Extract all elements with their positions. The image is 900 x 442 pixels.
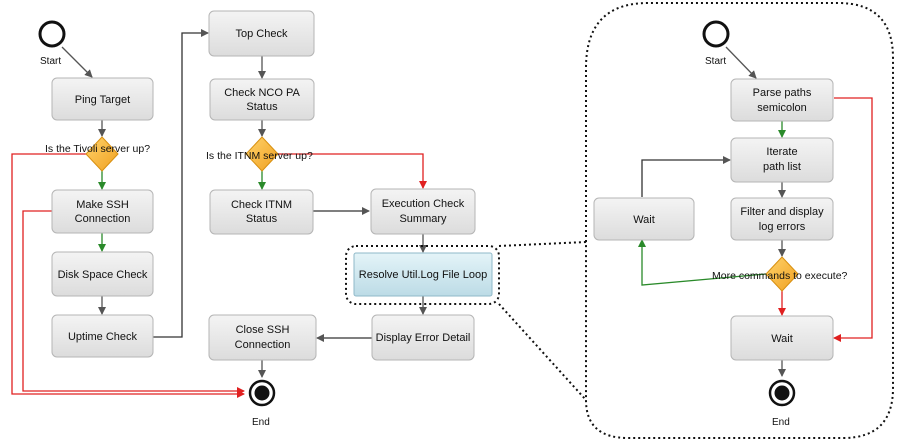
end-node <box>248 379 276 407</box>
svg-text:Ping Target: Ping Target <box>75 94 130 106</box>
callout-right-panel <box>585 2 894 439</box>
arrow-tivoli-no-end <box>11 153 245 398</box>
callout-line-top <box>498 241 587 247</box>
itnm-decision-diamond <box>245 136 279 172</box>
parse-paths-box: Parse paths semicolon <box>730 78 834 122</box>
wait-left-box: Wait <box>593 197 695 241</box>
wait-bottom-box: Wait <box>730 315 834 361</box>
callout-line-bottom <box>498 303 587 401</box>
filter-display-box: Filter and display log errors <box>730 197 834 241</box>
svg-text:semicolon: semicolon <box>757 102 807 114</box>
r-start-node <box>702 20 730 48</box>
svg-text:Connection: Connection <box>75 213 131 225</box>
arrow-r-diamond-wait <box>638 239 767 286</box>
svg-text:path list: path list <box>763 161 801 173</box>
svg-text:Disk Space Check: Disk Space Check <box>58 269 148 281</box>
r-end-label: End <box>772 417 790 428</box>
more-commands-diamond <box>765 256 799 292</box>
check-itnm-box: Check ITNM Status <box>209 189 314 235</box>
arrow-r-wait-iterate <box>641 156 731 197</box>
svg-text:Status: Status <box>246 101 278 113</box>
svg-text:Make SSH: Make SSH <box>76 199 129 211</box>
itnm-question: Is the ITNM server up? <box>206 150 313 162</box>
svg-text:Summary: Summary <box>399 213 447 225</box>
start-node <box>38 20 66 48</box>
svg-text:Check ITNM: Check ITNM <box>231 199 292 211</box>
more-commands-question: More commands to execute? <box>712 270 848 282</box>
svg-text:Filter and display: Filter and display <box>740 206 824 218</box>
start-label: Start <box>40 56 61 67</box>
svg-text:Close SSH: Close SSH <box>236 324 290 336</box>
svg-text:Execution Check: Execution Check <box>382 198 465 210</box>
zoom-callout <box>345 2 894 439</box>
svg-text:Status: Status <box>246 213 278 225</box>
svg-text:Iterate: Iterate <box>766 146 797 158</box>
right-nodes: Start Parse paths semicolon Iterate path… <box>593 20 848 428</box>
svg-text:log errors: log errors <box>759 221 806 233</box>
svg-text:Display Error Detail: Display Error Detail <box>376 332 471 344</box>
svg-text:Wait: Wait <box>633 214 655 226</box>
svg-text:Connection: Connection <box>235 339 291 351</box>
svg-text:Wait: Wait <box>771 333 793 345</box>
left-connectors <box>11 29 427 398</box>
right-connectors <box>638 46 873 377</box>
tivoli-question: Is the Tivoli server up? <box>45 143 150 155</box>
iterate-box: Iterate path list <box>730 137 834 183</box>
disk-space-box: Disk Space Check <box>51 251 154 297</box>
uptime-box: Uptime Check <box>51 314 154 358</box>
execution-summary-box: Execution Check Summary <box>370 188 476 235</box>
arrow-ssh-fail-end <box>22 210 245 395</box>
callout-source-frame <box>345 245 500 305</box>
left-nodes: Start Ping Target Is the Tivoli server u… <box>38 10 493 428</box>
r-start-label: Start <box>705 56 726 67</box>
svg-text:Resolve Util.Log File Loop: Resolve Util.Log File Loop <box>359 269 487 281</box>
svg-text:Check NCO PA: Check NCO PA <box>224 87 300 99</box>
close-ssh-box: Close SSH Connection <box>208 314 317 361</box>
arrow-diamond-exec <box>278 153 427 189</box>
r-end-node <box>768 379 796 407</box>
make-ssh-box: Make SSH Connection <box>51 189 154 234</box>
tivoli-decision-diamond <box>85 136 119 172</box>
arrow-start-ping <box>61 46 93 78</box>
arrow-r-parse-waitbottom <box>833 97 873 342</box>
svg-text:Parse paths: Parse paths <box>753 87 812 99</box>
resolve-loop-box: Resolve Util.Log File Loop <box>353 252 493 297</box>
svg-text:Uptime Check: Uptime Check <box>68 331 138 343</box>
check-nco-box: Check NCO PA Status <box>209 78 315 121</box>
display-error-box: Display Error Detail <box>371 314 475 361</box>
arrow-r-start-parse <box>725 46 757 79</box>
end-label: End <box>252 417 270 428</box>
arrow-uptime-top <box>153 29 209 338</box>
svg-text:Top Check: Top Check <box>236 28 288 40</box>
top-check-box: Top Check <box>208 10 315 57</box>
ping-target-box: Ping Target <box>51 77 154 121</box>
